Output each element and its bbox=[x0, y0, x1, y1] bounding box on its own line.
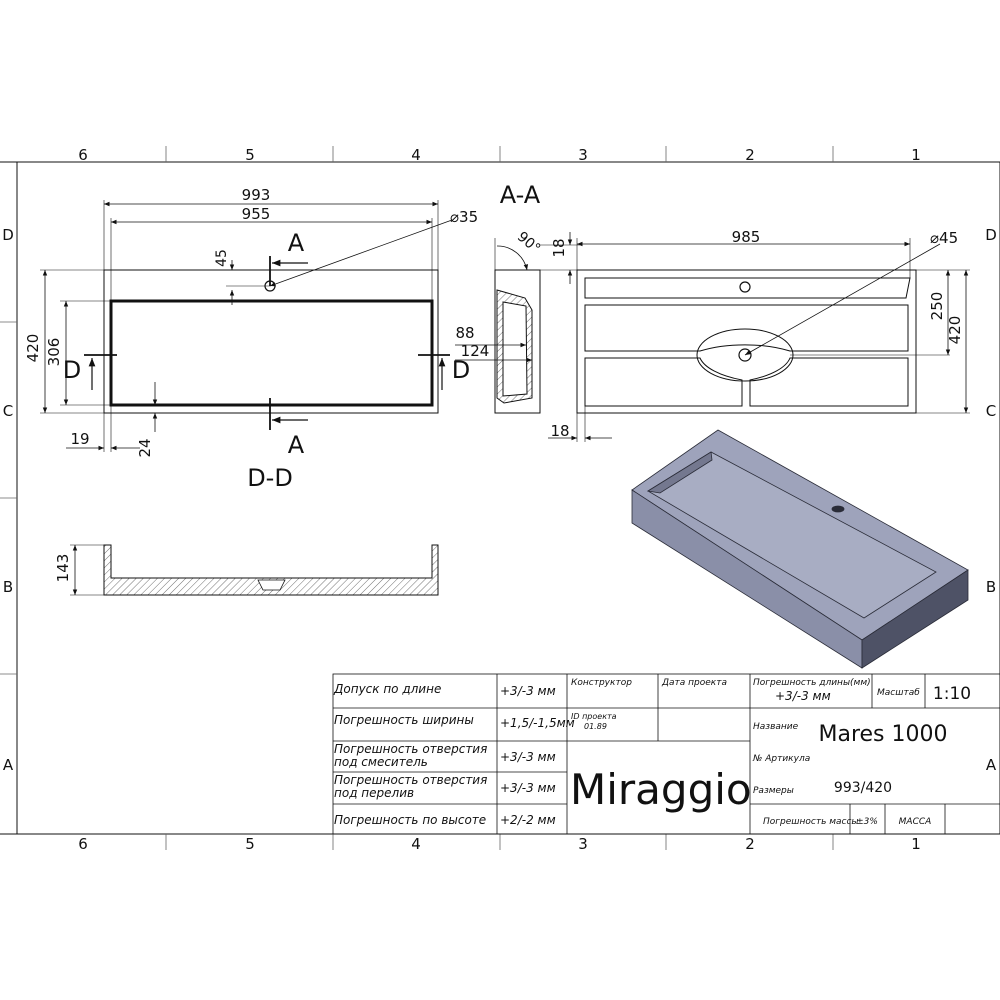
grid-col-5: 5 bbox=[245, 146, 255, 164]
grid-col-1-bottom: 1 bbox=[911, 835, 921, 853]
title-block-grid bbox=[332, 673, 1000, 835]
mass-label: МАССА bbox=[899, 817, 932, 827]
dim-front-gap: 24 bbox=[136, 438, 154, 457]
top-view-labels: 993 955 ⌀35 45 420 306 19 24 A A D D bbox=[24, 186, 478, 459]
tol-width-label: Погрешность ширины bbox=[334, 713, 474, 727]
name-value: Mares 1000 bbox=[818, 722, 947, 747]
length-tol-value: +3/-3 мм bbox=[775, 689, 831, 703]
dim-height: 143 bbox=[54, 554, 72, 583]
grid-col-4: 4 bbox=[411, 146, 421, 164]
tol-overflow-label-line2: под перелив bbox=[334, 786, 414, 800]
brand-logo-text: Miraggio bbox=[570, 765, 752, 814]
sink-basin-wall bbox=[646, 451, 713, 494]
dim-rim-18-top: 18 bbox=[550, 238, 568, 257]
scale-label: Масштаб bbox=[877, 688, 920, 698]
bottom-view bbox=[548, 238, 970, 442]
dim-rim-124: 124 bbox=[461, 342, 490, 360]
section-a-a-view bbox=[455, 232, 580, 414]
tol-height-label: Погрешность по высоте bbox=[334, 813, 486, 827]
project-id-label: ID проекта bbox=[571, 712, 617, 721]
grid-row-c-right: C bbox=[986, 402, 996, 420]
tol-mixer-label-line2: под смеситель bbox=[334, 755, 428, 769]
grid-col-4-bottom: 4 bbox=[411, 835, 421, 853]
grid-col-3-bottom: 3 bbox=[578, 835, 588, 853]
top-view bbox=[40, 200, 453, 452]
section-d-marker-right: D bbox=[452, 356, 470, 384]
size-label: Размеры bbox=[753, 786, 794, 796]
grid-col-2: 2 bbox=[745, 146, 755, 164]
dim-bottom-width: 985 bbox=[732, 228, 761, 246]
length-tol-label: Погрешность длины(мм) bbox=[753, 678, 871, 688]
section-a-marker-bottom: A bbox=[288, 431, 305, 459]
size-value: 993/420 bbox=[834, 780, 892, 796]
tol-height-value: +2/-2 мм bbox=[500, 813, 556, 827]
mass-tol-value: ±3% bbox=[856, 817, 878, 827]
dim-depth-inner: 306 bbox=[45, 338, 63, 367]
section-d-d-view bbox=[70, 544, 439, 596]
section-a-a-title: A-A bbox=[500, 181, 541, 209]
dim-width-outer: 993 bbox=[242, 186, 271, 204]
tol-length-label: Допуск по длине bbox=[333, 682, 441, 696]
grid-col-5-bottom: 5 bbox=[245, 835, 255, 853]
bottom-view-labels: 985 ⌀45 250 420 18 bbox=[550, 228, 964, 440]
sink-body-side-face bbox=[861, 569, 969, 669]
grid-row-a-right: A bbox=[986, 756, 997, 774]
section-d-marker-left: D bbox=[63, 356, 81, 384]
tol-width-value: +1,5/-1,5мм bbox=[500, 716, 575, 730]
dim-rim-88: 88 bbox=[455, 324, 474, 342]
dim-side-gap: 19 bbox=[70, 430, 89, 448]
dim-width-inner: 955 bbox=[242, 205, 271, 223]
grid-col-3: 3 bbox=[578, 146, 588, 164]
date-label: Дата проекта bbox=[661, 678, 727, 688]
tol-overflow-value: +3/-3 мм bbox=[500, 781, 556, 795]
dim-rim-18-bottom: 18 bbox=[550, 422, 569, 440]
grid-column-labels-bottom: 6 5 4 3 2 1 bbox=[78, 835, 921, 853]
grid-row-d: D bbox=[2, 226, 14, 244]
dim-hole-offset: 45 bbox=[214, 249, 230, 267]
grid-ticks bbox=[0, 146, 834, 850]
grid-row-labels-left: D C B A bbox=[2, 226, 14, 774]
dim-depth-outer: 420 bbox=[24, 334, 42, 363]
sink-tap-hole bbox=[831, 505, 845, 513]
grid-row-b: B bbox=[3, 578, 13, 596]
grid-column-labels-top: 6 5 4 3 2 1 bbox=[78, 146, 921, 164]
grid-col-1: 1 bbox=[911, 146, 921, 164]
grid-col-6-bottom: 6 bbox=[78, 835, 88, 853]
dim-hole-diameter-bottom: ⌀45 bbox=[930, 229, 958, 247]
tol-length-value: +3/-3 мм bbox=[500, 684, 556, 698]
grid-row-a: A bbox=[3, 756, 14, 774]
dim-outlet-offset: 250 bbox=[928, 292, 946, 321]
tol-mixer-value: +3/-3 мм bbox=[500, 750, 556, 764]
grid-col-6: 6 bbox=[78, 146, 88, 164]
article-label: № Артикула bbox=[752, 754, 810, 764]
name-label: Название bbox=[753, 722, 799, 732]
grid-col-2-bottom: 2 bbox=[745, 835, 755, 853]
tol-overflow-label-line1: Погрешность отверстия bbox=[334, 773, 487, 787]
designer-label: Конструктор bbox=[571, 678, 632, 688]
section-a-marker-top: A bbox=[288, 229, 305, 257]
sink-3d-render bbox=[631, 429, 969, 669]
scale-value: 1:10 bbox=[933, 684, 971, 704]
grid-row-b-right: B bbox=[986, 578, 996, 596]
grid-row-labels-right: D C B A bbox=[985, 226, 997, 774]
dim-hole-diameter: ⌀35 bbox=[450, 208, 478, 226]
dim-bottom-depth: 420 bbox=[946, 316, 964, 345]
mass-tol-label: Погрешность массы bbox=[763, 817, 859, 827]
grid-row-d-right: D bbox=[985, 226, 997, 244]
dim-angle: 90° bbox=[514, 229, 543, 257]
tol-mixer-label-line1: Погрешность отверстия bbox=[334, 742, 487, 756]
grid-row-c: C bbox=[3, 402, 13, 420]
project-id-value: 01.89 bbox=[584, 722, 607, 731]
title-block: Допуск по длине +3/-3 мм Погрешность шир… bbox=[333, 678, 971, 827]
section-d-d-title: D-D bbox=[247, 464, 293, 492]
